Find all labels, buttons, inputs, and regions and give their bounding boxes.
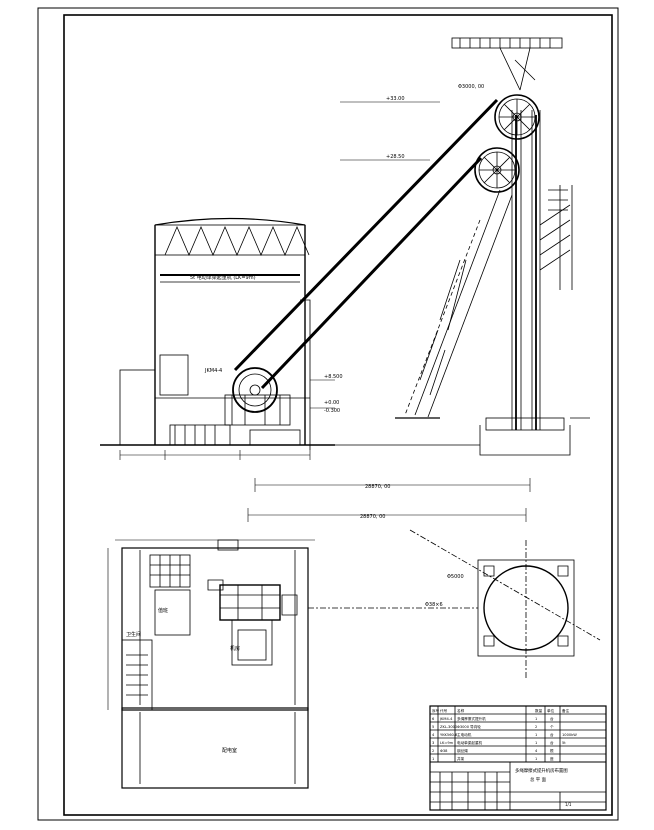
title-header-name: 名称	[457, 708, 465, 713]
elevation-dimensions	[119, 101, 531, 492]
title-row-qty: 4	[535, 749, 538, 753]
upper-sheave	[494, 94, 540, 140]
title-row-qty: 1	[535, 717, 537, 721]
hoist-room-label: 机房	[230, 645, 240, 652]
title-row-note: 1000kW	[562, 733, 577, 737]
elevation-marker-2: +28.50	[386, 154, 405, 160]
title-row-qty: 2	[535, 725, 537, 729]
title-row-no: 6	[432, 717, 435, 721]
plan-shaft	[308, 529, 601, 680]
plan-overall-dimension: 28870, 00	[360, 514, 385, 520]
title-row-name: 电动单梁起重机	[457, 740, 483, 745]
title-row-code: YKK560-8	[440, 733, 458, 737]
title-row-name: Φ3000 导向轮	[457, 724, 481, 729]
plan-building-outline	[121, 539, 309, 789]
title-row-unit: 个	[550, 724, 554, 729]
drawing-sub-title: 总 平 面	[530, 776, 547, 783]
title-row-qty: 1	[535, 741, 537, 745]
hoist-label: JKM4-4	[204, 368, 222, 374]
title-row-unit: 台	[550, 716, 554, 721]
title-header-code: 代号	[440, 708, 448, 713]
title-row-name: 多绳摩擦式提升机	[457, 716, 486, 721]
elevation-overall-dimension: 28870, 00	[365, 484, 390, 490]
plan-hoist-machine	[207, 579, 298, 666]
lower-sheave	[474, 147, 520, 193]
headframe-tower	[511, 110, 541, 430]
title-row-name: 主电动机	[457, 732, 472, 737]
title-row-unit: 台	[550, 740, 554, 745]
elevation-marker-5: -0.300	[324, 408, 340, 414]
title-header-no: 序号	[432, 708, 440, 713]
title-row-name: 井架	[457, 756, 465, 761]
elevation-view	[100, 37, 590, 492]
drawing-title: 多绳摩擦式提升机房布置图	[515, 767, 568, 774]
elevation-labels: +33.00 +28.50 +8.500 +0.00 -0.300 Φ3000,…	[190, 84, 484, 490]
title-row-no: 3	[432, 741, 434, 745]
title-row-code: JKM4-4	[439, 717, 453, 721]
headframe-stairs	[539, 185, 573, 290]
title-row-unit: 座	[550, 756, 554, 761]
hoist-drum	[224, 367, 291, 426]
title-row-code: ZKL-3000	[440, 725, 458, 729]
plan-rope-label: Φ38×6	[425, 602, 443, 608]
title-row-code: Φ38	[440, 749, 448, 753]
title-row-unit: 根	[550, 748, 554, 753]
sheet-number: 1/1	[565, 802, 572, 807]
room-label-duty: 值班	[158, 607, 168, 614]
hall-label: 配电室	[222, 747, 237, 754]
elevation-marker-3: +8.500	[324, 374, 343, 380]
room-label-wc: 卫生间	[126, 631, 141, 638]
sheet-frame	[37, 7, 619, 821]
shaft-pit	[335, 417, 590, 456]
title-row-no: 4	[432, 733, 435, 737]
title-row-qty: 1	[535, 733, 537, 737]
plan-view	[107, 508, 601, 789]
crane-label: 5t 电动单梁起重机 (LK=9m)	[190, 274, 256, 281]
title-row-name: 钢丝绳	[457, 748, 468, 753]
title-header-note: 备注	[562, 708, 570, 713]
title-header-qty: 数量	[535, 708, 543, 713]
headframe-top-platform	[451, 37, 563, 91]
hoisting-ropes	[233, 98, 499, 390]
title-row-no: 2	[432, 749, 434, 753]
plan-shaft-label: Φ5000	[447, 574, 464, 580]
sheave-label: Φ3000, 00	[458, 84, 484, 90]
elevation-marker-4: +0.00	[324, 400, 339, 406]
headframe-back-leg	[395, 189, 513, 419]
title-row-no: 5	[432, 725, 434, 729]
plan-dimensions	[107, 508, 527, 710]
title-row-note: 5t	[562, 741, 566, 745]
hoist-house	[100, 217, 335, 450]
title-row-unit: 台	[550, 732, 554, 737]
title-row-code: LK=9m	[440, 741, 454, 745]
plan-labels: 28870, 00 Φ38×6 Φ5000 机房 配电室 值班 卫生间	[126, 514, 464, 754]
title-header-unit: 单位	[547, 708, 555, 713]
title-row-qty: 1	[535, 757, 537, 761]
title-block: 6 JKM4-4 多绳摩擦式提升机 1 台 5 ZKL-3000 Φ3000 导…	[429, 705, 607, 811]
elevation-marker-1: +33.00	[386, 96, 405, 102]
title-row-no: 1	[432, 757, 434, 761]
